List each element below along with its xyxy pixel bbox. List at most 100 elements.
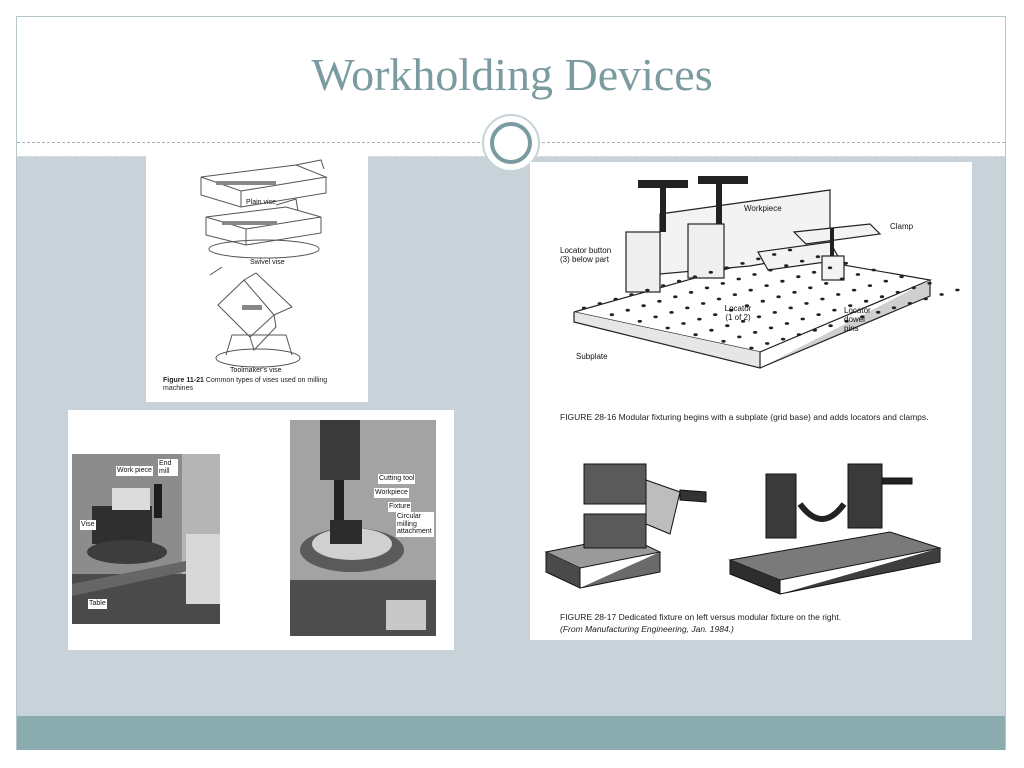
subplate-hole	[879, 295, 885, 299]
subplate-hole	[815, 255, 821, 259]
subplate-hole	[669, 311, 674, 314]
subplate-hole	[780, 337, 786, 341]
subplate-hole	[685, 306, 690, 310]
fixture-label: Fixture	[388, 502, 412, 512]
subplate-hole	[776, 295, 781, 299]
subplate-hole	[641, 304, 646, 308]
subplate-hole	[764, 284, 769, 287]
subplate-hole	[629, 293, 634, 296]
subplate-hole	[681, 322, 686, 325]
modular-fixture-caption: FIGURE 28-16 Modular fixturing begins wi…	[560, 412, 929, 422]
subplate-hole	[713, 313, 718, 316]
subplate-hole	[744, 304, 750, 308]
locator-button-label: Locator button (3) below part	[560, 246, 612, 265]
subplate-hole	[752, 273, 757, 276]
workpiece-label: Workpiece	[744, 204, 782, 213]
subplate-hole	[756, 315, 762, 319]
work-piece-label: Work piece	[116, 466, 153, 476]
subplate-hole	[728, 308, 734, 312]
subplate-hole	[581, 306, 587, 310]
fixture-figures: Workpiece Clamp Locator button (3) below…	[530, 162, 972, 640]
subplate-hole	[688, 291, 694, 294]
subplate-hole	[740, 262, 745, 265]
subplate-hole	[843, 261, 848, 265]
subplate-hole	[812, 328, 817, 332]
footer-bar	[17, 716, 1005, 750]
vises-caption-number: Figure 11-21	[163, 377, 204, 384]
workpiece-photo-label: Workpiece	[374, 488, 409, 498]
subplate-hole	[768, 326, 774, 330]
subplate-hole	[708, 270, 713, 274]
subplate-hole	[721, 339, 726, 343]
subplate-hole	[871, 268, 876, 272]
subplate-hole	[923, 297, 928, 301]
subplate-hole	[732, 293, 738, 296]
vises-caption: Figure 11-21 Common types of vises used …	[163, 377, 358, 394]
subplate-hole	[772, 311, 777, 314]
subplate-hole	[800, 317, 805, 321]
subplate-hole	[927, 281, 932, 285]
modular-fixture-drawing	[573, 176, 960, 369]
vise-milling-photo-art	[72, 454, 220, 624]
subplate-holes	[581, 248, 960, 350]
subplate-hole	[848, 304, 853, 307]
subplate-hole	[724, 266, 729, 270]
subplate-hole	[808, 286, 813, 290]
subplate-hole	[673, 295, 678, 299]
subplate-hole	[625, 308, 630, 312]
subplate-hole	[799, 259, 805, 263]
subplate-hole	[804, 302, 809, 305]
table-label: Table	[88, 599, 107, 609]
subplate-hole	[693, 333, 698, 337]
subplate-hole	[796, 333, 802, 336]
subplate-hole	[597, 302, 602, 305]
subplate-hole	[792, 290, 797, 294]
subplate-hole	[697, 317, 702, 321]
subplate-hole	[907, 302, 913, 305]
subplate-hole	[939, 293, 944, 296]
plain-vise-label: Plain vise	[246, 199, 276, 206]
subplate-hole	[895, 290, 900, 294]
swivel-vise-label: Swivel vise	[250, 259, 285, 266]
subplate-hole	[645, 288, 650, 292]
cutting-tool-label: Cutting tool	[378, 474, 416, 484]
subplate-hole	[772, 253, 777, 256]
subplate-hole	[876, 310, 881, 314]
subplate-hole	[828, 324, 833, 328]
subplate-hole	[692, 275, 698, 279]
locator-label: Locator (1 of 2)	[724, 304, 752, 323]
subplate-hole	[749, 346, 754, 350]
milling-photos-figure: Work piece End mill Vise Table Cutting t…	[68, 410, 454, 650]
subplate-hole	[883, 279, 888, 283]
subplate-hole	[748, 288, 753, 292]
vise-milling-photo: Work piece End mill Vise Table	[72, 454, 220, 624]
subplate-hole	[753, 331, 758, 334]
subplate-hole	[716, 297, 722, 301]
subplate-hole	[891, 306, 897, 310]
subplate-hole	[844, 319, 849, 323]
subplate-hole	[911, 286, 916, 290]
subplate-hole	[855, 273, 861, 276]
dedicated-fixture-caption-line1: FIGURE 28-17 Dedicated fixture on left v…	[560, 612, 842, 622]
dedicated-fixture-caption-line2: (From Manufacturing Engineering, Jan. 19…	[560, 624, 734, 634]
subplate-hole	[613, 297, 618, 301]
subplate-hole	[839, 277, 845, 281]
subplate-hole	[709, 328, 714, 332]
subplate-hole	[736, 277, 741, 281]
toolmakers-vise-label: Toolmaker's vise	[230, 367, 282, 374]
subplate-hole	[955, 288, 960, 292]
subplate-label: Subplate	[576, 352, 608, 361]
subplate-hole	[637, 319, 642, 323]
subplate-hole	[832, 308, 837, 312]
subplate-hole	[661, 284, 666, 288]
subplate-hole	[676, 279, 682, 283]
subplate-hole	[725, 324, 730, 328]
clamp-label: Clamp	[890, 222, 914, 231]
subplate-hole	[768, 268, 773, 272]
subplate-hole	[796, 275, 801, 279]
subplate-hole	[836, 293, 841, 296]
locator-dowel-label: Locator dowel pins	[844, 306, 871, 334]
subplate-hole	[863, 299, 869, 303]
subplate-hole	[701, 302, 706, 305]
subplate-hole	[665, 326, 670, 330]
